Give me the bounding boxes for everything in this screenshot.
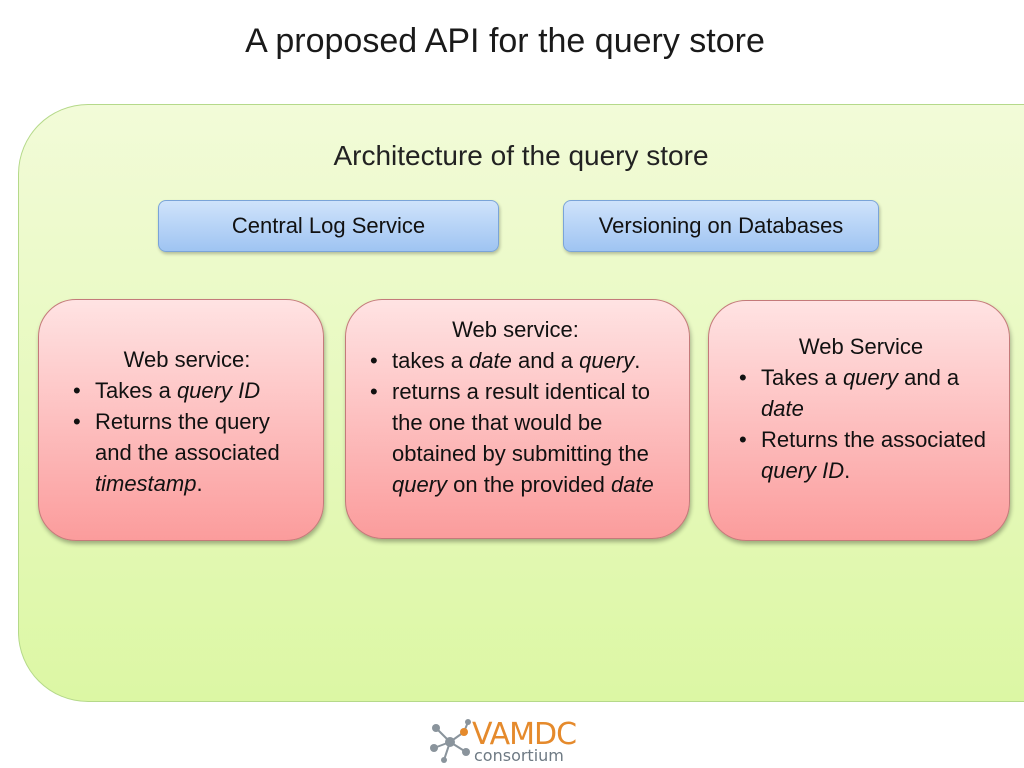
box-heading: Web service: — [123, 347, 251, 372]
bullet-item: Returns the query and the associated tim… — [65, 406, 309, 499]
molecule-icon — [430, 719, 471, 763]
box-heading: Web service: — [452, 317, 579, 342]
web-service-returns-id-box: Web Service Takes a query and a date Ret… — [708, 300, 1010, 541]
versioning-databases-box: Versioning on Databases — [563, 200, 879, 252]
bullet-list: Takes a query and a date Returns the ass… — [731, 362, 991, 486]
bullet-item: returns a result identical to the one th… — [362, 376, 669, 500]
panel-heading: Architecture of the query store — [333, 140, 709, 171]
bullet-item: takes a date and a query. — [362, 345, 669, 376]
slide-title: A proposed API for the query store — [245, 22, 765, 60]
logo-subtitle: consortium — [474, 746, 564, 765]
versioning-databases-label: Versioning on Databases — [598, 213, 844, 238]
logo-name: VAMDC — [472, 717, 577, 752]
bullet-list: takes a date and a query. returns a resu… — [362, 345, 669, 500]
central-log-service-box: Central Log Service — [158, 200, 499, 252]
web-service-date-query-box: Web service: takes a date and a query. r… — [345, 299, 690, 539]
vamdc-logo: VAMDC consortium — [428, 718, 593, 766]
bullet-item: Returns the associated query ID. — [731, 424, 991, 486]
bullet-list: Takes a query ID Returns the query and t… — [65, 375, 309, 499]
web-service-query-id-box: Web service: Takes a query ID Returns th… — [38, 299, 324, 541]
bullet-item: Takes a query and a date — [731, 362, 991, 424]
box-heading: Web Service — [798, 334, 924, 359]
bullet-item: Takes a query ID — [65, 375, 309, 406]
central-log-service-label: Central Log Service — [231, 213, 426, 238]
